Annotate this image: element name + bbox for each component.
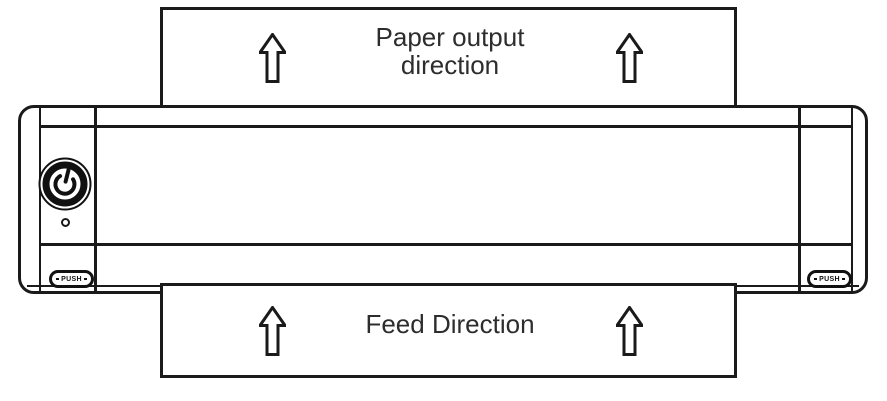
feed-direction-label: Feed Direction [365, 309, 535, 339]
printer-left-cap-line [39, 108, 41, 291]
push-dash-icon [56, 278, 60, 280]
up-arrow-icon [259, 33, 286, 83]
printer-body: PUSH PUSH [18, 105, 868, 294]
led-indicator [61, 218, 70, 227]
push-dash-icon [814, 278, 818, 280]
push-label: PUSH [819, 275, 840, 283]
printer-right-panel-line [798, 108, 801, 291]
up-arrow-icon [616, 306, 643, 356]
power-button [38, 157, 92, 211]
paper-output-direction-label: Paper output direction [375, 22, 525, 80]
push-button-right: PUSH [807, 270, 852, 288]
push-button-left: PUSH [49, 270, 94, 288]
printer-right-cap-line [851, 108, 853, 291]
up-arrow-icon [616, 33, 643, 83]
paper-output-sheet: Paper output direction [160, 7, 737, 108]
paper-feed-sheet: Feed Direction [160, 283, 737, 378]
printer-top-seam-line [40, 125, 852, 128]
push-label: PUSH [61, 275, 82, 283]
up-arrow-icon [259, 306, 286, 356]
printer-left-panel-line [94, 108, 97, 291]
power-icon [53, 167, 77, 196]
printer-bottom-seam-line [40, 243, 852, 246]
push-dash-icon [83, 278, 87, 280]
push-dash-icon [841, 278, 845, 280]
